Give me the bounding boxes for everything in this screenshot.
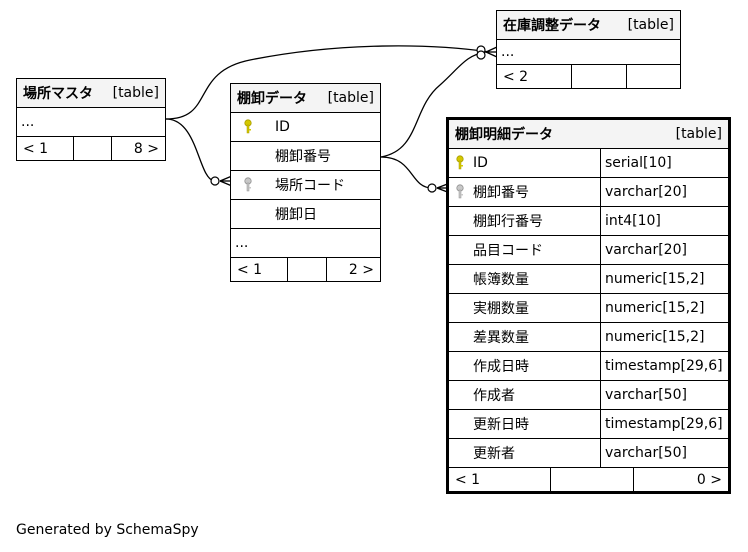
column-type: timestamp[29,6] <box>600 410 728 438</box>
footer-parents: < 1 <box>237 261 263 278</box>
table-row: ... <box>17 108 165 137</box>
footer-children: 2 > <box>326 258 380 281</box>
table-header[interactable]: 在庫調整データ [table] <box>497 11 680 40</box>
footer-children <box>626 65 680 88</box>
footer-middle <box>73 137 111 160</box>
column-name: 更新日時 <box>473 417 529 433</box>
table-row: ... <box>497 40 680 65</box>
column-type: numeric[15,2] <box>600 323 728 351</box>
table-row[interactable]: 場所コード <box>231 171 380 200</box>
column-name: 棚卸番号 <box>275 149 331 165</box>
table-tag: [table] <box>112 85 159 101</box>
edge-basho-to-tanaoroshi <box>165 118 215 182</box>
table-name: 棚卸明細データ <box>455 127 553 143</box>
column-name: 更新者 <box>473 446 515 462</box>
column-name: 作成者 <box>473 388 515 404</box>
column-type: varchar[50] <box>600 381 728 409</box>
table-row: ... <box>231 229 380 258</box>
table-zaiko-chousei[interactable]: 在庫調整データ [table] ... < 2 <box>496 10 681 89</box>
column-name: 棚卸日 <box>275 207 317 223</box>
table-row[interactable]: ID serial[10] <box>449 149 728 178</box>
table-name: 在庫調整データ <box>503 18 601 34</box>
edge-end-circle <box>476 50 486 60</box>
table-row[interactable]: 帳簿数量 numeric[15,2] <box>449 265 728 294</box>
column-name: 品目コード <box>473 243 543 259</box>
column-type: timestamp[29,6] <box>600 352 728 380</box>
column-name: ID <box>275 119 290 135</box>
footer-parents: < 2 <box>503 68 529 85</box>
table-tanaoroshi-meisai[interactable]: 棚卸明細データ [table] ID serial[10] 棚卸番号 varchar[… <box>446 117 731 494</box>
edge-end-circle <box>210 176 220 186</box>
table-row[interactable]: 更新者 varchar[50] <box>449 439 728 468</box>
edge-tanaoroshi-to-meisai <box>380 156 433 189</box>
table-row[interactable]: 差異数量 numeric[15,2] <box>449 323 728 352</box>
edge-end-circle <box>427 183 437 193</box>
column-name: 作成日時 <box>473 359 529 375</box>
footer-middle <box>571 65 626 88</box>
primary-key-icon <box>449 149 471 177</box>
footer-middle <box>287 258 326 281</box>
column-name: 帳簿数量 <box>473 272 529 288</box>
table-row[interactable]: ID <box>231 113 380 142</box>
column-name: 棚卸行番号 <box>473 214 543 230</box>
table-header[interactable]: 場所マスタ [table] <box>17 79 165 108</box>
table-row[interactable]: 更新日時 timestamp[29,6] <box>449 410 728 439</box>
foreign-key-icon <box>231 171 265 199</box>
table-header[interactable]: 棚卸明細データ [table] <box>449 120 728 149</box>
column-type: numeric[15,2] <box>600 265 728 293</box>
footer-children: 8 > <box>111 137 165 160</box>
table-tag: [table] <box>675 126 722 142</box>
foreign-key-icon <box>449 178 471 206</box>
primary-key-icon <box>231 113 265 141</box>
table-footer: < 1 8 > <box>17 137 165 160</box>
table-row[interactable]: 品目コード varchar[20] <box>449 236 728 265</box>
table-footer: < 1 0 > <box>449 468 728 491</box>
generator-caption: Generated by SchemaSpy <box>16 522 199 538</box>
table-row[interactable]: 棚卸番号 <box>231 142 380 171</box>
edge-basho-to-zaiko <box>165 45 491 120</box>
column-type: serial[10] <box>600 149 728 177</box>
edge-tanaoroshi-to-zaiko <box>380 51 487 158</box>
table-row[interactable]: 棚卸日 <box>231 200 380 229</box>
column-name: 差異数量 <box>473 330 529 346</box>
column-type: int4[10] <box>600 207 728 235</box>
table-name: 場所マスタ <box>23 86 93 102</box>
column-name: 棚卸番号 <box>473 185 529 201</box>
more-columns: ... <box>235 235 249 251</box>
footer-parents: < 1 <box>23 140 49 157</box>
table-footer: < 1 2 > <box>231 258 380 281</box>
column-type: varchar[50] <box>600 439 728 467</box>
column-name: ID <box>473 155 488 171</box>
table-row[interactable]: 棚卸番号 varchar[20] <box>449 178 728 207</box>
table-tag: [table] <box>327 90 374 106</box>
footer-children: 0 > <box>633 468 728 491</box>
table-tag: [table] <box>627 17 674 33</box>
table-tanaoroshi[interactable]: 棚卸データ [table] ID 棚卸番号 場所コード 棚卸日 ... < 1 … <box>230 83 381 282</box>
table-name: 棚卸データ <box>237 91 307 107</box>
table-row[interactable]: 作成日時 timestamp[29,6] <box>449 352 728 381</box>
table-header[interactable]: 棚卸データ [table] <box>231 84 380 113</box>
more-columns: ... <box>501 44 515 60</box>
table-row[interactable]: 作成者 varchar[50] <box>449 381 728 410</box>
column-type: varchar[20] <box>600 178 728 206</box>
table-row[interactable]: 棚卸行番号 int4[10] <box>449 207 728 236</box>
column-name: 実棚数量 <box>473 301 529 317</box>
table-basho-master[interactable]: 場所マスタ [table] ... < 1 8 > <box>16 78 166 161</box>
column-type: numeric[15,2] <box>600 294 728 322</box>
footer-middle <box>550 468 633 491</box>
column-name: 場所コード <box>275 178 345 194</box>
table-row[interactable]: 実棚数量 numeric[15,2] <box>449 294 728 323</box>
footer-parents: < 1 <box>455 471 481 488</box>
column-type: varchar[20] <box>600 236 728 264</box>
table-footer: < 2 <box>497 65 680 88</box>
more-columns: ... <box>21 114 35 130</box>
